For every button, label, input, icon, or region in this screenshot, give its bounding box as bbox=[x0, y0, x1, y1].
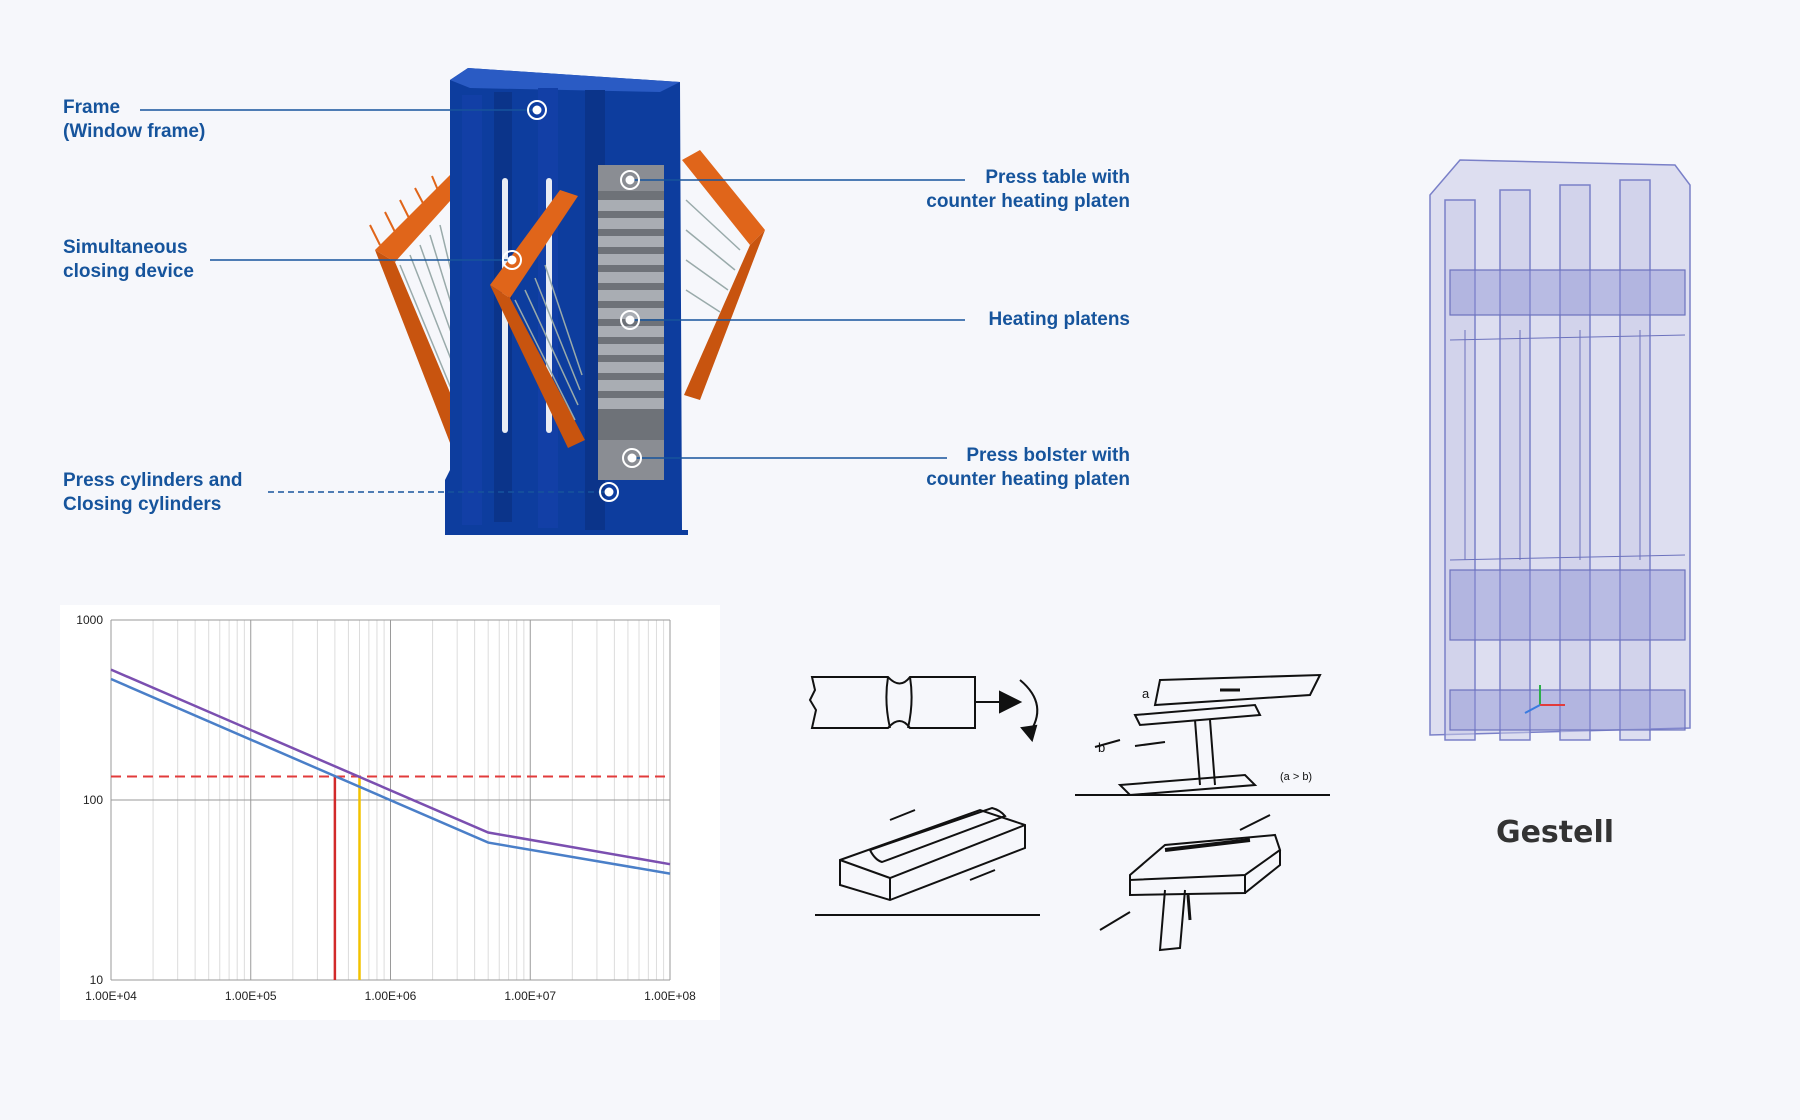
leader-lines bbox=[140, 109, 965, 493]
label-cylinders-line2: Closing cylinders bbox=[63, 494, 222, 515]
label-platens-line1: Heating platens bbox=[988, 309, 1130, 330]
heating-platen-stack bbox=[598, 165, 664, 480]
chart-grid bbox=[110, 619, 671, 981]
label-table-line2: counter heating platen bbox=[926, 191, 1130, 212]
butt-weld-sketch bbox=[808, 676, 1039, 743]
label-bolster-line1: Press bolster with bbox=[966, 445, 1130, 466]
reference-lines bbox=[111, 775, 670, 980]
label-closing-device: Simultaneous closing device bbox=[63, 236, 194, 284]
closing-device-right bbox=[682, 150, 765, 400]
press-diagram: Frame (Window frame) Simultaneous closin… bbox=[0, 0, 1180, 560]
plate-weld-sketch bbox=[815, 806, 1040, 916]
gestell-model: Gestell bbox=[1390, 130, 1720, 860]
x-tick-label: 1.00E+08 bbox=[644, 989, 696, 1003]
x-tick-label: 1.00E+07 bbox=[504, 989, 556, 1003]
label-frame: Frame (Window frame) bbox=[63, 96, 205, 144]
ibeam-weld-sketch bbox=[1075, 673, 1330, 797]
label-press-table: Press table with counter heating platen bbox=[926, 166, 1130, 214]
label-heating-platens: Heating platens bbox=[989, 308, 1130, 332]
sn-curve-2 bbox=[110, 677, 671, 875]
label-closing-line2: closing device bbox=[63, 261, 194, 282]
label-press-cylinders: Press cylinders and Closing cylinders bbox=[63, 469, 243, 517]
label-press-bolster: Press bolster with counter heating plate… bbox=[926, 444, 1130, 492]
weld-sketches: b a (a > b) bbox=[800, 650, 1360, 970]
y-tick-label: 10 bbox=[90, 973, 104, 987]
weld-label-a: a bbox=[1142, 686, 1150, 701]
label-frame-line2: (Window frame) bbox=[63, 121, 206, 142]
x-tick-label: 1.00E+04 bbox=[85, 989, 137, 1003]
y-tick-label: 100 bbox=[83, 793, 103, 807]
label-table-line1: Press table with bbox=[985, 167, 1130, 188]
tick-labels: 1.00E+04 1.00E+05 1.00E+06 1.00E+07 1.00E+08… bbox=[76, 613, 696, 1003]
x-tick-label: 1.00E+06 bbox=[365, 989, 417, 1003]
label-bolster-line2: counter heating platen bbox=[926, 469, 1130, 490]
weld-sketches-svg: b a (a > b) bbox=[808, 673, 1330, 952]
chart-series bbox=[110, 668, 671, 875]
label-closing-line1: Simultaneous bbox=[63, 237, 188, 258]
label-frame-line1: Frame bbox=[63, 97, 121, 118]
closing-device-center bbox=[490, 190, 585, 448]
label-cylinders-line1: Press cylinders and bbox=[63, 470, 243, 491]
gestell-title: Gestell bbox=[1495, 815, 1615, 850]
weld-label-a-gt-b: (a > b) bbox=[1280, 771, 1312, 783]
press-illustration bbox=[140, 68, 965, 535]
y-tick-label: 1000 bbox=[76, 613, 103, 627]
x-tick-label: 1.00E+05 bbox=[225, 989, 277, 1003]
tjoint-weld-sketch bbox=[1099, 814, 1282, 952]
sn-chart-svg: 1.00E+04 1.00E+05 1.00E+06 1.00E+07 1.00E+08… bbox=[60, 605, 720, 1020]
sn-chart: 1.00E+04 1.00E+05 1.00E+06 1.00E+07 1.00E+08… bbox=[60, 605, 720, 1020]
weld-label-b: b bbox=[1098, 740, 1105, 755]
gestell-illustration bbox=[1429, 159, 1691, 741]
sn-curve-1 bbox=[110, 668, 671, 866]
callout-markers bbox=[502, 100, 642, 502]
